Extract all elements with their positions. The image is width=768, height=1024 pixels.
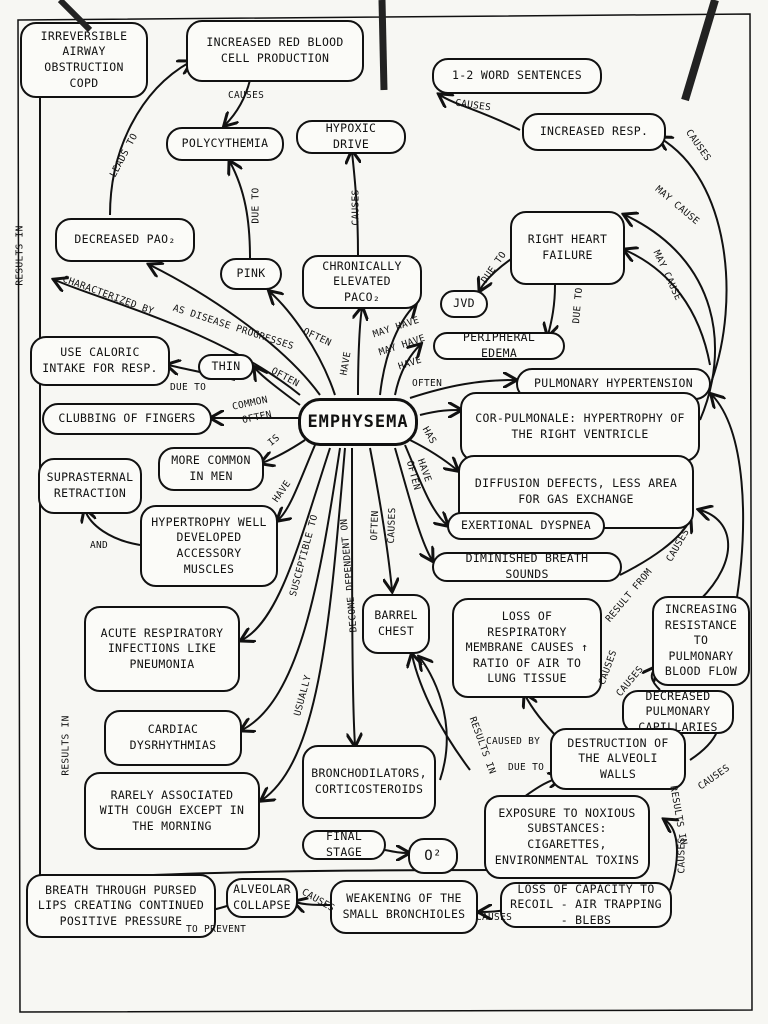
link-final-o2 <box>384 850 408 853</box>
label-often-barrel: OFTEN <box>369 510 382 541</box>
label-causes-recoil-weak: CAUSES <box>476 912 513 923</box>
link-pulmhtn-incresp <box>660 138 728 381</box>
label-results-in-top: RESULTS IN <box>14 225 26 286</box>
box-weakening-bronchioles: WEAKENING OF THE SMALL BRONCHIOLES <box>330 880 478 934</box>
link-emph-hypertrophy <box>278 444 316 520</box>
link-recoil-expo <box>665 820 677 891</box>
box-loss-respiratory-membrane: LOSS OF RESPIRATORY MEMBRANE CAUSES ↑ RA… <box>452 598 602 698</box>
link-emph-copd <box>55 280 301 396</box>
link-pao2-rbc <box>109 62 190 216</box>
link-rhf-edema <box>548 284 555 335</box>
box-rarely-cough: RARELY ASSOCIATED WITH COUGH EXCEPT IN T… <box>84 772 260 850</box>
label-caused-by: CAUSED BY <box>486 736 541 747</box>
link-paco2-hypoxic <box>352 152 358 256</box>
box-more-common-men: MORE COMMON IN MEN <box>158 447 264 491</box>
pen-shadow-left <box>57 0 93 33</box>
box-pursed-lips: BREATH THROUGH PURSED LIPS CREATING CONT… <box>26 874 216 938</box>
label-to-prevent: TO PREVENT <box>186 924 247 935</box>
box-elevated-paco2: CHRONICALLY ELEVATED PaCO₂ <box>302 255 422 309</box>
box-hypoxic-drive: HYPOXIC DRIVE <box>296 120 406 154</box>
link-emph-thin <box>255 368 301 406</box>
box-clubbing-of-fingers: CLUBBING OF FINGERS <box>42 403 212 435</box>
box-o2: O² <box>408 838 458 874</box>
box-exposure-noxious: EXPOSURE TO NOXIOUS SUBSTANCES: CIGARETT… <box>484 795 650 879</box>
label-causes-recoil: CAUSES <box>676 837 688 874</box>
link-emph-pulmhtn <box>409 380 515 399</box>
link-bronch-barrel <box>420 658 448 781</box>
link-emph-men <box>262 439 306 463</box>
box-suprasternal-retraction: SUPRASTERNAL RETRACTION <box>38 458 142 514</box>
box-jvd: JVD <box>440 290 488 318</box>
box-pink: PINK <box>220 258 282 290</box>
link-pink-poly <box>230 162 251 259</box>
box-increased-resp: INCREASED RESP. <box>522 113 666 151</box>
link-emph-diminished <box>394 447 432 560</box>
label-causes-paco2: CAUSES <box>350 189 362 226</box>
link-emph-acute <box>242 447 331 640</box>
box-emphysema: EMPHYSEMA <box>298 398 418 446</box>
link-resist-pulmhtn <box>712 395 745 611</box>
box-acute-respiratory-infections: ACUTE RESPIRATORY INFECTIONS LIKE PNEUMO… <box>84 606 240 692</box>
box-hypertrophy-accessory-muscles: HYPERTROPHY WELL DEVELOPED ACCESSORY MUS… <box>140 505 278 587</box>
box-caloric-intake: USE CALORIC INTAKE FOR RESP. <box>30 336 170 386</box>
box-right-heart-failure: RIGHT HEART FAILURE <box>510 211 625 285</box>
box-red-blood-cell-production: INCREASED RED BLOOD CELL PRODUCTION <box>186 20 364 82</box>
link-emph-diffusion <box>409 439 457 470</box>
box-bronchodilators: BRONCHODILATORS, CORTICOSTEROIDS <box>302 745 436 819</box>
link-emph-exertional <box>404 444 447 525</box>
link-emph-barrel <box>369 447 392 590</box>
box-destruction-alveoli-walls: DESTRUCTION OF THE ALVEOLI WALLS <box>550 728 686 790</box>
label-due-to-thin: DUE TO <box>170 382 207 393</box>
box-barrel-chest: BARREL CHEST <box>362 594 430 654</box>
box-polycythemia: POLYCYTHEMIA <box>166 127 284 161</box>
label-and: AND <box>90 540 109 551</box>
label-causes-barrel: CAUSES <box>385 507 399 544</box>
box-exertional-dyspnea: EXERTIONAL DYSPNEA <box>447 512 605 540</box>
label-often-cor: OFTEN <box>412 378 443 389</box>
pen-shadow-right <box>681 0 719 102</box>
link-emph-pao2 <box>150 265 321 396</box>
link-rbc-poly <box>225 79 251 125</box>
box-loss-recoil: LOSS OF CAPACITY TO RECOIL - AIR TRAPPIN… <box>500 882 672 928</box>
link-emph-paco2 <box>358 308 362 396</box>
label-due-to-destruction: DUE TO <box>508 762 545 773</box>
link-loss-barrel <box>412 655 471 771</box>
link-hyper-supra <box>85 510 141 546</box>
link-emph-bronch <box>352 447 355 745</box>
link-emph-rarely <box>262 447 346 800</box>
link-emph-pink <box>270 292 336 396</box>
page-frame <box>17 13 753 1013</box>
link-emph-cor <box>419 410 460 415</box>
box-diminished-breath-sounds: DIMINISHED BREATH SOUNDS <box>432 551 622 582</box>
label-due-to-pink: DUE TO <box>250 187 262 224</box>
link-emph-cardiac <box>242 447 341 730</box>
label-causes-rbc: CAUSES <box>228 90 265 101</box>
link-incresp-oneword <box>440 95 521 131</box>
box-cor-pulmonale: COR-PULMONALE: HYPERTROPHY OF THE RIGHT … <box>460 392 700 462</box>
box-final-stage: FINAL STAGE <box>302 829 386 860</box>
link-pulm-rhf <box>625 250 711 366</box>
box-thin: THIN <box>198 354 254 380</box>
label-results-in-left: RESULTS IN <box>60 715 72 776</box>
link-emph-jvd <box>379 305 415 396</box>
box-decreased-pao2: DECREASED PaO₂ <box>55 218 195 262</box>
box-one-two-word-sentences: 1-2 WORD SENTENCES <box>432 58 602 94</box>
box-peripheral-edema: PERIPHERAL EDEMA <box>433 330 565 360</box>
box-alveolar-collapse: ALVEOLAR COLLAPSE <box>226 878 298 918</box>
pen-shadow-center <box>378 0 388 91</box>
link-increasing-diffusion <box>700 510 730 601</box>
box-cardiac-dysrhythmias: CARDIAC DYSRHYTHMIAS <box>104 710 242 766</box>
link-emph-edema <box>394 345 420 396</box>
box-increasing-resistance: INCREASING RESISTANCE TO PULMONARY BLOOD… <box>652 596 750 686</box>
